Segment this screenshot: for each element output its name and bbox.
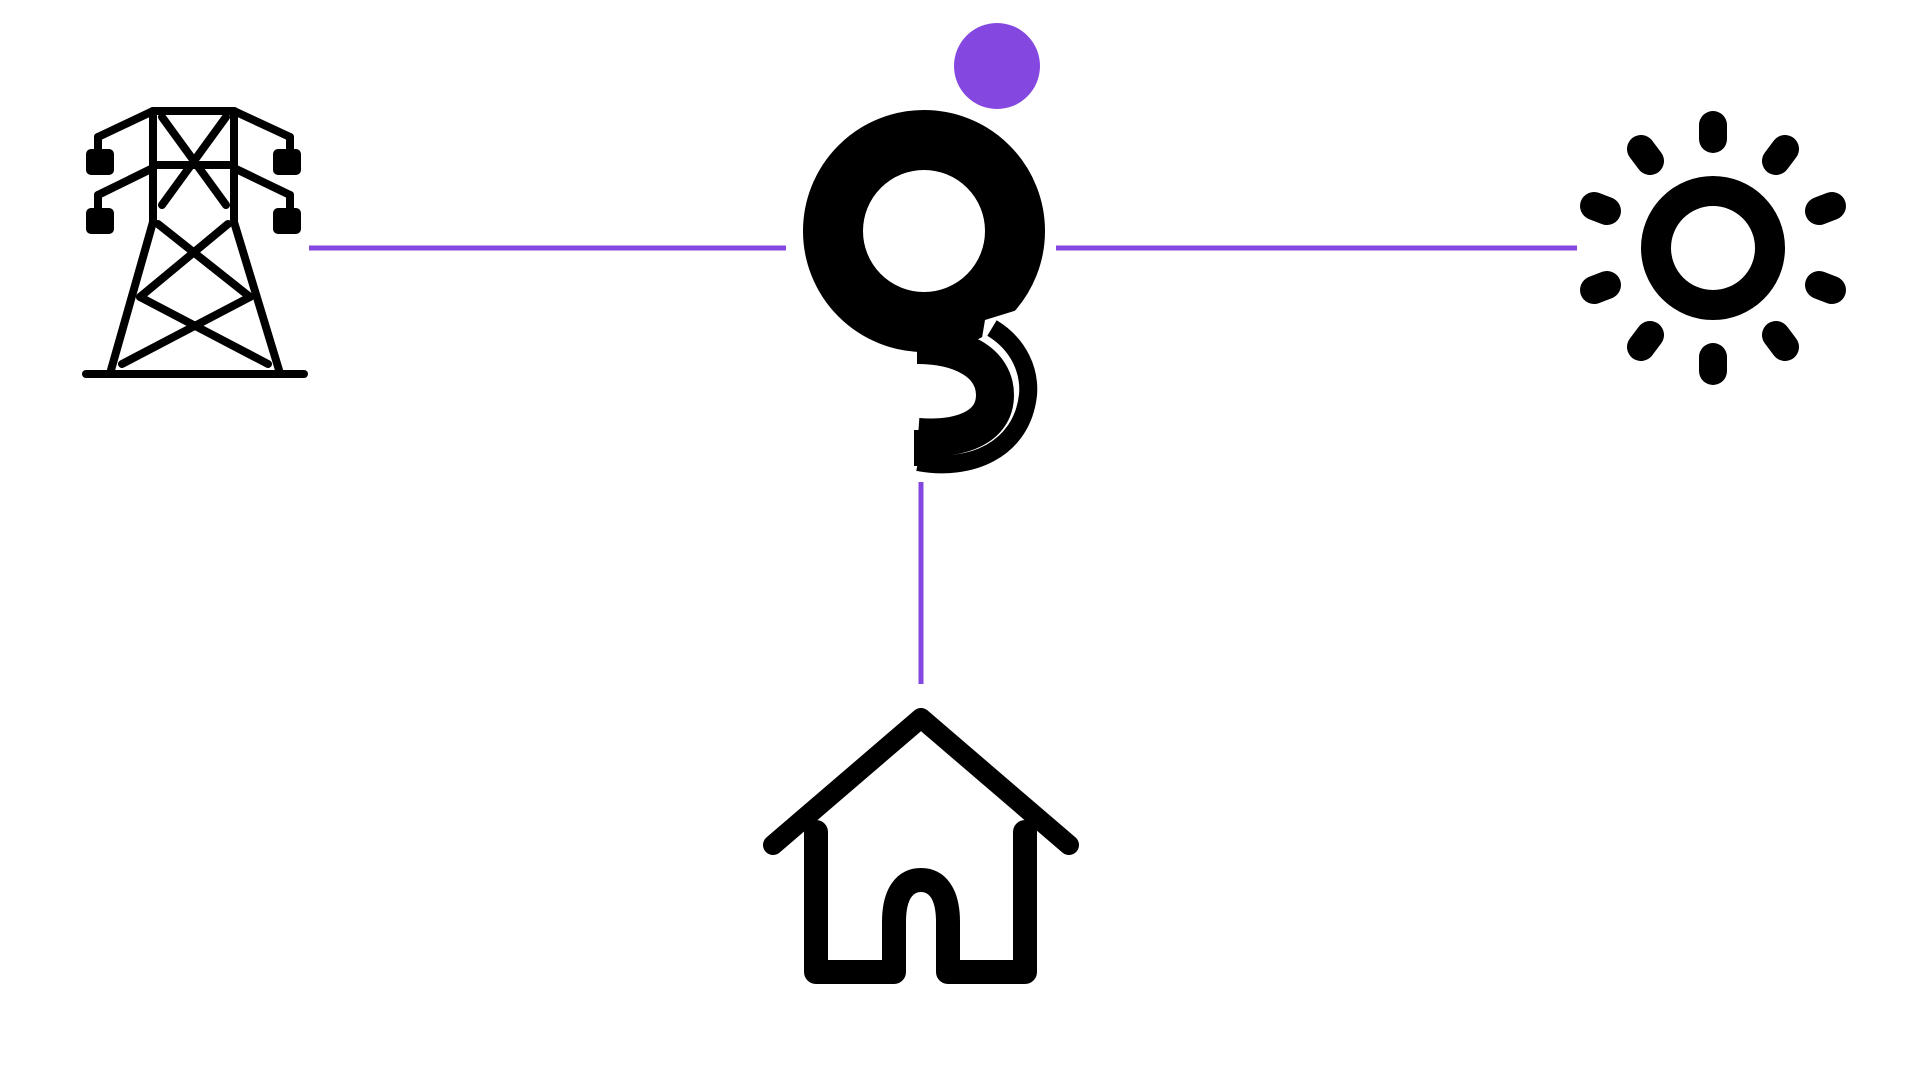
accent-dot	[954, 23, 1040, 109]
connectors	[309, 245, 1577, 684]
tower-insulators	[86, 149, 301, 234]
sun-icon	[1580, 111, 1846, 385]
transmission-tower-icon	[82, 107, 308, 378]
house-icon	[763, 708, 1079, 984]
g-brand-logo-icon	[803, 23, 1050, 474]
